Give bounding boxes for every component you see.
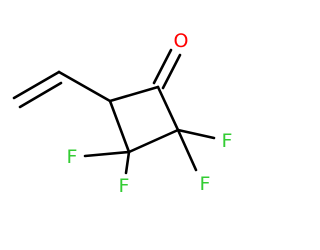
oxygen-atom-label: O [174, 30, 189, 52]
cf-bond-left-upper [83, 150, 131, 158]
carbonyl-double-bond-2 [161, 53, 182, 90]
ring-bond-left [108, 99, 131, 154]
molecule-structure: O F F F F [12, 30, 233, 197]
ring-bond-bottom [127, 128, 180, 154]
vinyl-double-bond-outer [12, 70, 61, 100]
fluorine-atom-label-left-lower: F [119, 175, 130, 197]
cf-bond-left-lower [124, 150, 131, 175]
cf-bond-right-upper [176, 128, 216, 140]
ring-bond-right [156, 85, 180, 132]
ring-bond-top [108, 85, 160, 103]
carbonyl-double-bond-1 [152, 48, 173, 85]
fluorine-atom-label-right-lower: F [200, 173, 211, 195]
vinyl-double-bond-inner [18, 81, 63, 109]
vinyl-single-bond [57, 70, 112, 103]
fluorine-atom-label-left-upper: F [67, 146, 78, 168]
fluorine-atom-label-right-upper: F [222, 130, 233, 152]
cf-bond-right-lower [176, 128, 198, 172]
